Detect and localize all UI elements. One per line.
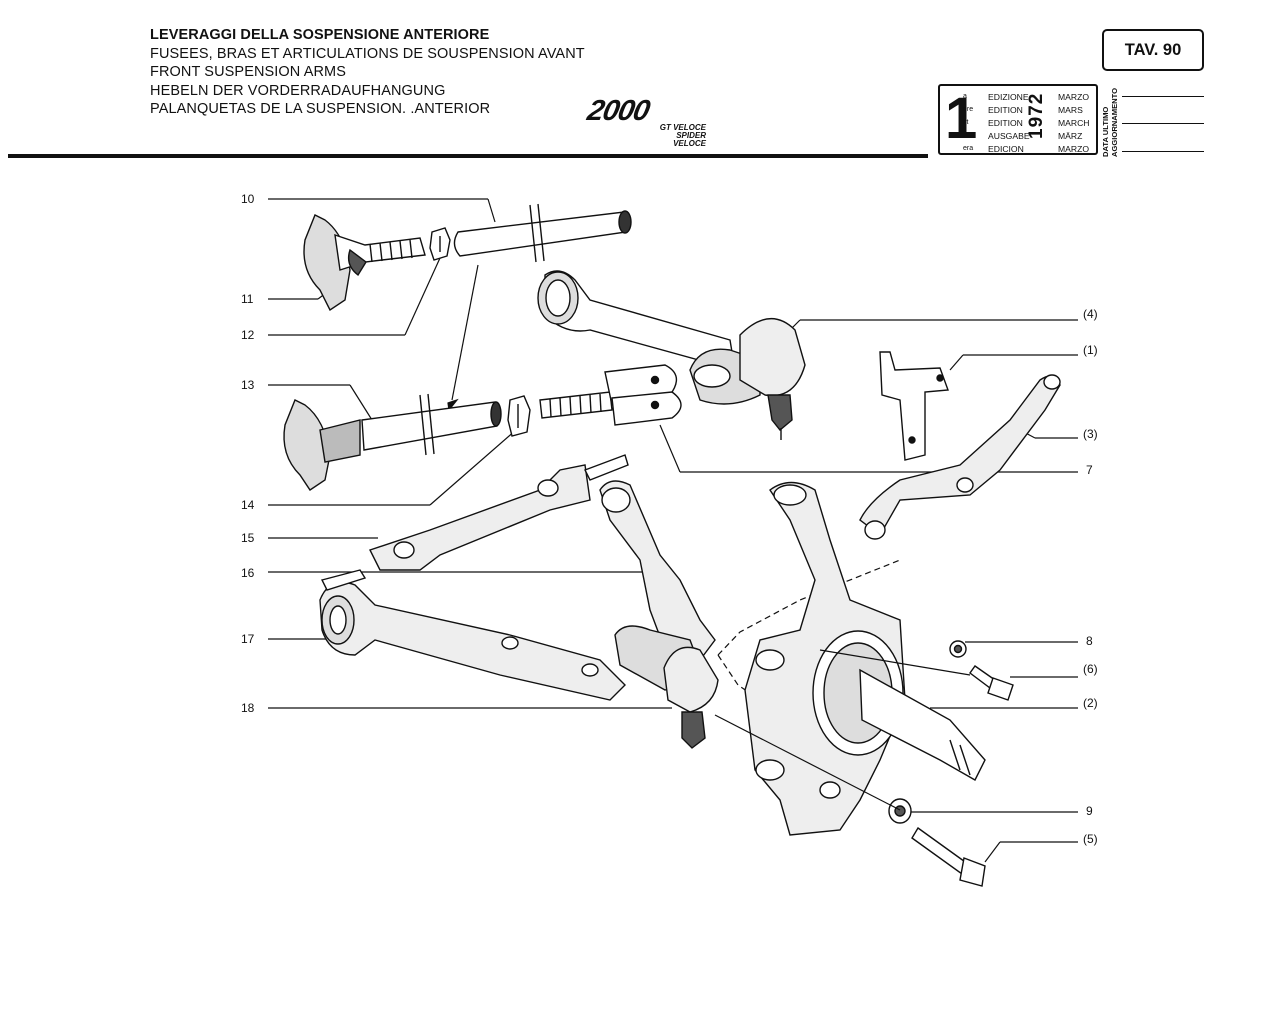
edition-month: MARZO	[1058, 92, 1090, 102]
callout-17: 17	[241, 632, 255, 646]
edition-word: EDICION	[988, 144, 1024, 154]
leader-line	[429, 429, 517, 506]
part-2-knuckle	[744, 481, 986, 836]
leader-line	[949, 354, 964, 371]
title-block: LEVERAGGI DELLA SOSPENSIONE ANTERIORE FU…	[150, 26, 585, 119]
edition-suffix: .	[963, 132, 965, 139]
edition-word: EDIZIONE	[988, 92, 1029, 102]
callout-5: (5)	[1083, 832, 1098, 846]
edition-suffix: ere	[963, 106, 974, 113]
plate-number: TAV. 90	[1102, 29, 1204, 71]
title-english: FRONT SUSPENSION ARMS	[150, 64, 347, 81]
logo-model-names: GT VELOCE SPIDER VELOCE	[646, 124, 706, 148]
edition-number: 1	[945, 86, 978, 151]
part-4-upper-arm	[537, 270, 806, 440]
callout-13: 13	[241, 378, 255, 392]
callout-11: 11	[241, 292, 254, 306]
title-italian: LEVERAGGI DELLA SOSPENSIONE ANTERIORE	[150, 27, 490, 43]
model-logo: 2000 GT VELOCE SPIDER VELOCE	[585, 95, 706, 148]
part-7-clevis	[539, 364, 682, 426]
leader-line	[404, 257, 441, 336]
part-16-arm	[599, 480, 719, 749]
edition-suffix: st	[963, 119, 969, 126]
callout-16: 16	[241, 566, 255, 580]
callout-4: (4)	[1083, 307, 1098, 321]
part-6-bolt	[969, 665, 1014, 701]
part-15-link	[369, 454, 629, 571]
leader-line	[487, 198, 496, 223]
part-5-bolt	[911, 826, 986, 887]
part-3-steering-arm	[859, 374, 1061, 540]
title-spanish: PALANQUETAS DE LA SUSPENSION. .ANTERIOR	[150, 101, 491, 118]
edition-month: MÄRZ	[1058, 131, 1083, 141]
update-line	[1122, 151, 1204, 152]
edition-box: 1 a ere st . era EDIZIONE EDITION EDITIO…	[938, 84, 1098, 155]
update-line	[1122, 96, 1204, 97]
title-german: HEBELN DER VORDERRADAUFHANGUNG	[150, 82, 446, 99]
edition-word: EDITION	[988, 105, 1023, 115]
logo-gt-veloce: GT VELOCE	[659, 123, 706, 132]
part-1-bracket	[879, 351, 949, 461]
part-17-lower-arm	[319, 569, 626, 701]
part-10-shaft	[453, 203, 632, 263]
callout-1: (1)	[1083, 343, 1098, 357]
callout-12: 12	[241, 328, 255, 342]
edition-month: MARZO	[1058, 144, 1090, 154]
edition-suffix: era	[963, 145, 974, 152]
assembly-arrow	[451, 264, 479, 401]
title-french: FUSEES, BRAS ET ARTICULATIONS DE SOUSPEN…	[150, 45, 585, 62]
callout-14: 14	[241, 498, 255, 512]
callout-9: 9	[1086, 804, 1093, 818]
callout-3: (3)	[1083, 427, 1098, 441]
part-14-nut	[507, 395, 531, 437]
edition-month: MARCH	[1058, 118, 1090, 128]
part-8-nut	[949, 640, 967, 658]
part-9-nut	[888, 798, 912, 824]
leader-line	[659, 424, 681, 473]
callout-15: 15	[241, 531, 255, 545]
part-13-strut	[283, 393, 502, 491]
callout-18: 18	[241, 701, 255, 715]
logo-spider-veloce: SPIDER VELOCE	[673, 131, 706, 148]
callout-7: 7	[1086, 463, 1093, 477]
leader-line	[984, 841, 1001, 863]
callout-2: (2)	[1083, 696, 1098, 710]
update-line	[1122, 123, 1204, 124]
callout-8: 8	[1086, 634, 1093, 648]
edition-word: AUSGABE	[988, 131, 1030, 141]
part-12-nut	[429, 227, 451, 261]
edition-word: EDITION	[988, 118, 1023, 128]
part-11-mount	[303, 214, 426, 312]
bolt-direction-lines	[714, 649, 971, 811]
callout-6: (6)	[1083, 662, 1098, 676]
edition-month: MARS	[1058, 105, 1083, 115]
header-rule	[8, 154, 928, 158]
callout-10: 10	[241, 192, 255, 206]
leader-line	[349, 384, 373, 421]
edition-suffix: a	[963, 93, 967, 100]
dashed-guide	[717, 559, 901, 656]
